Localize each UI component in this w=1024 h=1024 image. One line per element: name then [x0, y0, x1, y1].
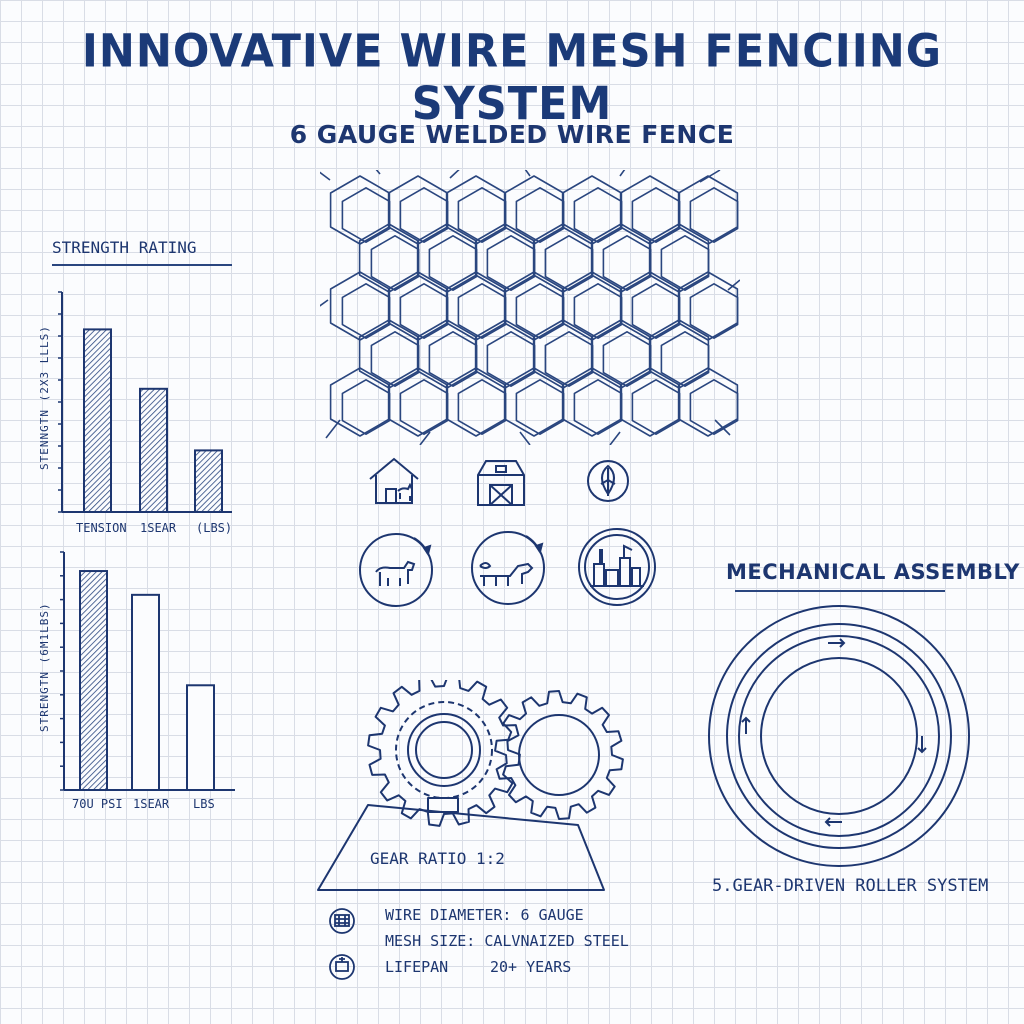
roller-system-caption: 5.GEAR-DRIVEN ROLLER SYSTEM — [712, 876, 989, 896]
small-gear-icon — [494, 690, 624, 820]
wire-end — [320, 171, 331, 181]
wire-end — [727, 279, 740, 291]
barn-icon — [477, 460, 525, 506]
mesh-cell-inner — [660, 331, 710, 387]
mesh-cell-inner — [631, 379, 681, 435]
mesh-cell-inner — [573, 283, 623, 339]
arrow-up-icon — [741, 716, 751, 734]
mesh-cell-inner — [689, 379, 739, 435]
spec-lifespan-label: LIFEPAN — [385, 958, 449, 976]
mesh-cell-inner — [428, 235, 478, 291]
bar-1 — [139, 387, 168, 513]
arrow-left-icon — [824, 817, 842, 827]
wire-end — [699, 170, 721, 183]
chart1-ylabel: STENNGTN (2X3 LLLS) — [38, 325, 51, 470]
spec-wire-diameter: WIRE DIAMETER: 6 GAUGE — [385, 906, 584, 924]
mesh-cell-inner — [573, 379, 623, 435]
mesh-cell-inner — [457, 283, 507, 339]
livestock-cycle-icon — [471, 531, 545, 605]
roll-icon — [329, 954, 355, 980]
mesh-cell-inner — [428, 331, 478, 387]
page-subtitle: 6 GAUGE WELDED WIRE FENCE — [289, 120, 735, 149]
spec-lifespan-value: 20+ YEARS — [490, 958, 572, 976]
mesh-cell-inner — [544, 235, 594, 291]
mesh-cell-inner — [515, 187, 565, 243]
mesh-cell-inner — [370, 235, 420, 291]
mesh-cell-inner — [370, 331, 420, 387]
bar-0 — [79, 570, 108, 791]
chart2-cat-0: 70U PSI — [72, 797, 123, 811]
bar-2 — [194, 449, 223, 513]
chart1-cat-1: 1SEAR — [140, 521, 177, 535]
mesh-cell-inner — [602, 235, 652, 291]
mesh-cell-inner — [399, 283, 449, 339]
mesh-cell-inner — [399, 379, 449, 435]
mesh-cell-inner — [602, 331, 652, 387]
mesh-cell-inner — [341, 187, 391, 243]
mesh-cell-inner — [341, 379, 391, 435]
wire-end — [419, 431, 431, 445]
mesh-cell-inner — [457, 379, 507, 435]
roller-diagram — [708, 605, 970, 867]
mesh-cell-inner — [689, 283, 739, 339]
chart1-cat-0: TENSION — [76, 521, 127, 535]
chart2-cat-2: LBS — [193, 797, 215, 811]
mechanical-title-underline — [735, 590, 945, 592]
gear-assembly — [317, 680, 624, 891]
mesh-cell-inner — [399, 187, 449, 243]
wire-end — [714, 419, 731, 436]
wire-end — [325, 419, 341, 439]
wire-end — [519, 431, 531, 445]
mechanical-assembly-title: MECHANICAL ASSEMBLY — [726, 560, 1020, 584]
strength-chart-1 — [58, 291, 232, 513]
arrow-right-icon — [828, 638, 846, 648]
bar-0 — [83, 328, 112, 513]
strength-chart-2 — [60, 551, 235, 792]
wire-end — [320, 299, 329, 307]
leaf-badge-icon — [587, 460, 629, 502]
spec-icons — [329, 908, 355, 980]
chart2-ylabel: STRENGTN (6M1LBS) — [38, 602, 51, 732]
chart2-cat-1: 1SEAR — [133, 797, 170, 811]
wire-end — [609, 431, 621, 445]
mesh-cell-inner — [341, 283, 391, 339]
large-gear-icon — [367, 680, 521, 827]
arrow-down-icon — [917, 736, 927, 754]
mesh-cell-inner — [515, 283, 565, 339]
mesh-cell-inner — [689, 187, 739, 243]
house-dog-icon — [369, 457, 419, 504]
bar-2 — [186, 684, 215, 792]
wire-end — [619, 170, 626, 177]
mesh-cell-inner — [457, 187, 507, 243]
mesh-crate-icon — [329, 908, 355, 934]
mesh-cell-inner — [660, 235, 710, 291]
strength-title-underline — [52, 264, 232, 266]
wire-end — [449, 170, 460, 179]
spec-mesh-size: MESH SIZE: CALVNAIZED STEEL — [385, 932, 629, 950]
mesh-cell-inner — [544, 331, 594, 387]
wire-end — [524, 170, 531, 177]
wire-mesh-illustration — [320, 170, 740, 445]
mesh-cell-inner — [631, 283, 681, 339]
gear-base-plate — [317, 804, 605, 891]
strength-rating-title: STRENGTH RATING — [52, 238, 197, 257]
mesh-cell-inner — [631, 187, 681, 243]
bar-1 — [131, 593, 160, 792]
wire-end — [375, 170, 381, 175]
mesh-cell-inner — [486, 331, 536, 387]
mesh-cell-inner — [486, 235, 536, 291]
mesh-cell-inner — [515, 379, 565, 435]
chart1-cat-2: (LBS) — [196, 521, 233, 535]
mesh-cell-inner — [573, 187, 623, 243]
dog-cycle-icon — [359, 533, 433, 607]
gear-ratio-label: GEAR RATIO 1:2 — [370, 849, 505, 868]
industrial-cycle-icon — [578, 528, 656, 606]
page-title: INNOVATIVE WIRE MESH FENCIING SYSTEM — [81, 25, 943, 131]
